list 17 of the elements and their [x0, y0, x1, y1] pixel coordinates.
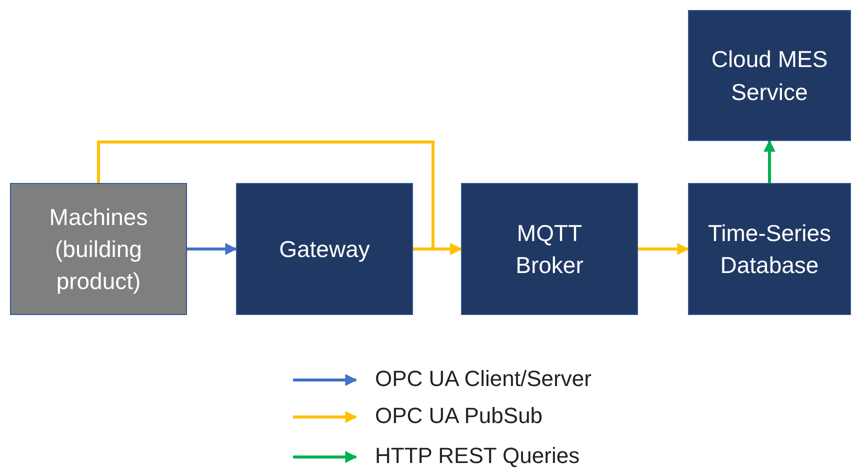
process-box — [688, 10, 851, 141]
arrow — [638, 243, 690, 255]
process-box — [461, 183, 638, 315]
box-label: Cloud MES Service — [710, 45, 829, 106]
process-box — [10, 183, 187, 315]
legend-text: OPC UA PubSub — [375, 403, 543, 429]
arrow — [413, 243, 462, 255]
process-box — [688, 183, 851, 315]
arrow — [764, 140, 776, 183]
box-label: Machines (building product) — [48, 202, 149, 296]
legend-text: OPC UA Client/Server — [375, 366, 592, 392]
legend-text: HTTP REST Queries — [375, 443, 580, 469]
box-label: Time-Series Database — [706, 218, 832, 280]
box-label: MQTT Broker — [514, 218, 584, 280]
arrow — [187, 243, 238, 255]
process-box — [236, 183, 413, 315]
box-label: Gateway — [279, 234, 370, 264]
